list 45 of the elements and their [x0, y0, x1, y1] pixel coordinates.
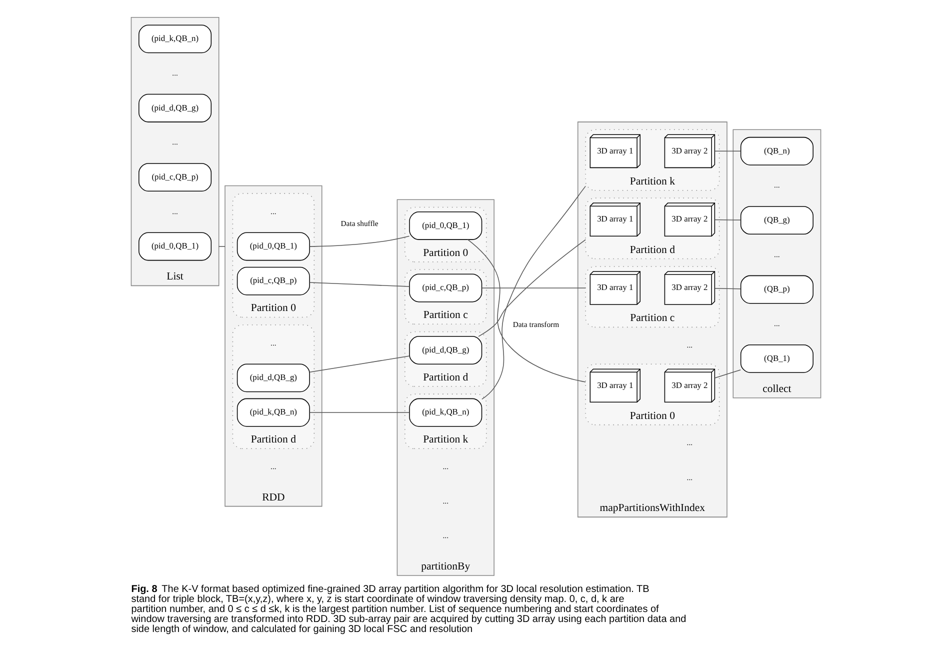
node-box: (pid_0,QB_1) [236, 232, 310, 261]
connector [478, 239, 586, 337]
label: ... [686, 340, 692, 350]
label: ... [442, 496, 448, 506]
node-box: (pid_k,QB_n) [236, 398, 310, 427]
connector [308, 282, 410, 287]
label: ... [172, 68, 178, 78]
connector [714, 288, 740, 290]
node-box: (pid_0,QB_1) [408, 212, 482, 240]
label: ... [270, 338, 276, 348]
label: ... [774, 319, 780, 328]
label: ... [270, 462, 276, 472]
label: ... [686, 472, 692, 482]
label: ... [172, 206, 178, 216]
node-box: (QB_g) [740, 206, 813, 235]
node-box: (pid_c,QB_p) [236, 266, 310, 296]
connector [714, 219, 740, 220]
node-box: (pid_k,QB_n) [408, 398, 482, 427]
node-box: (pid_d,QB_g) [236, 364, 310, 392]
node-box: (pid_d,QB_g) [408, 336, 482, 364]
connector [218, 246, 225, 247]
node-box: (pid_c,QB_p) [138, 163, 212, 192]
label: Data transform [512, 320, 559, 329]
label: ... [172, 138, 178, 147]
label: ... [774, 180, 780, 190]
node-box: (QB_n) [740, 136, 813, 166]
label: ... [270, 206, 276, 216]
node-box: (pid_c,QB_p) [408, 274, 482, 302]
node-box: (QB_1) [740, 344, 813, 373]
connector [308, 412, 410, 413]
node-box: (pid_k,QB_n) [138, 24, 212, 54]
connector [714, 150, 740, 152]
label: ... [442, 531, 448, 540]
node-box: (QB_p) [740, 275, 813, 304]
label: ... [686, 438, 692, 448]
node-box: (pid_0,QB_1) [138, 232, 212, 261]
label: ... [774, 250, 780, 259]
connector [308, 356, 410, 373]
connector [466, 239, 586, 382]
connector [481, 186, 586, 400]
label: ... [442, 462, 448, 472]
connector [308, 236, 410, 247]
label: Data shuffle [340, 219, 378, 228]
caption: Fig. 8 The K-V format based optimized fine-grained 3D array partition algorithm for 3D local resolution estimation. TB stand for triple block, TB=(x,y,z), where x, y, z is start coordinate of window traversing density map. 0, c, d, k are partition number, and 0 ≤ c ≤ d ≤k, k is the largest partition number. List of sequence numbering and start coordinates of window traversing are transformed into RDD. 3D sub-array pair are acquired by cutting 3D array using each partition data and side length of window, and calculated for gaining 3D local FSC and resolution [130, 584, 686, 635]
node-box: (pid_d,QB_g) [138, 94, 212, 122]
